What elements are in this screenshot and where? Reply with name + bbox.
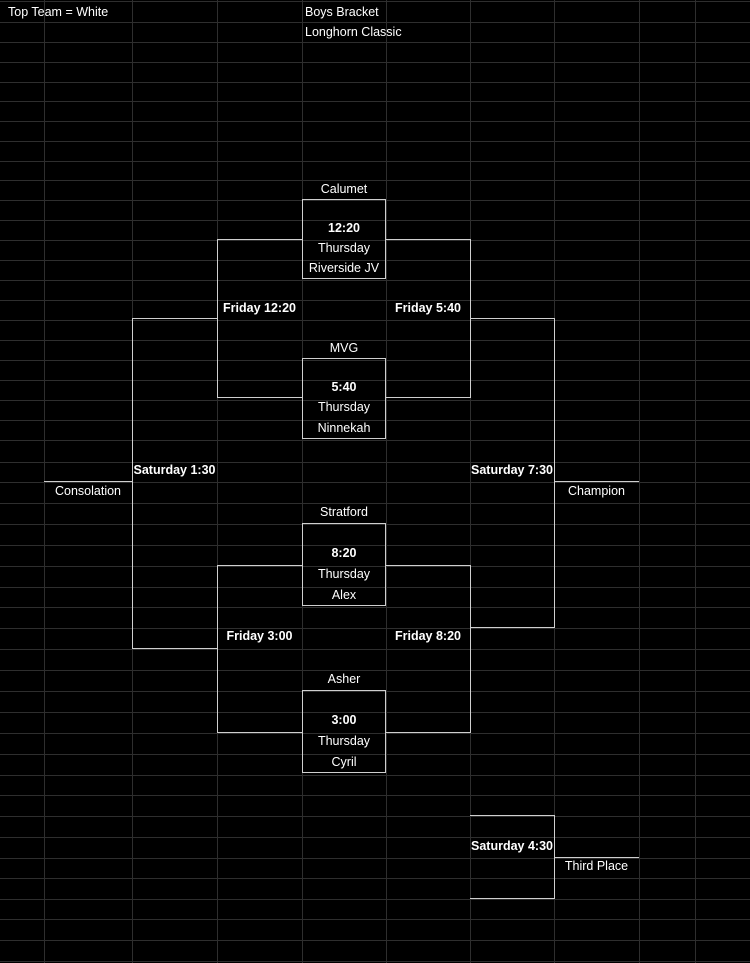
bracket-line xyxy=(554,318,555,628)
game3-time[interactable]: 8:20 xyxy=(331,546,357,560)
bracket-line xyxy=(217,239,218,398)
bracket-line xyxy=(385,199,386,279)
game2-time[interactable]: 5:40 xyxy=(331,380,357,394)
friday-right-top-label[interactable]: Friday 5:40 xyxy=(394,301,461,315)
game2-bottom-team[interactable]: Ninnekah xyxy=(317,421,371,435)
third-place-label[interactable]: Third Place xyxy=(564,859,629,873)
bracket-line xyxy=(470,565,471,733)
bracket-line xyxy=(217,565,218,733)
game4-bottom-team[interactable]: Cyril xyxy=(331,755,357,769)
bracket-line xyxy=(470,627,554,628)
bracket-line xyxy=(302,199,303,279)
bracket-line xyxy=(132,318,133,649)
bracket-line xyxy=(386,732,471,733)
bracket-line xyxy=(470,898,554,899)
bracket-line xyxy=(217,397,302,398)
saturday-third-label[interactable]: Saturday 4:30 xyxy=(471,839,553,853)
bracket-line xyxy=(132,648,217,649)
bracket-line xyxy=(302,690,303,773)
game1-time[interactable]: 12:20 xyxy=(328,221,360,235)
bracket-line xyxy=(302,358,386,359)
bracket-line xyxy=(385,690,386,773)
game1-top-team[interactable]: Calumet xyxy=(320,182,368,196)
bracket-line xyxy=(302,523,386,524)
friday-right-bottom-label[interactable]: Friday 8:20 xyxy=(394,629,461,643)
bracket-line xyxy=(386,397,471,398)
note-cell[interactable]: Top Team = White xyxy=(8,5,109,19)
game4-day[interactable]: Thursday xyxy=(317,734,371,748)
bracket-line xyxy=(386,239,471,240)
game1-bottom-team[interactable]: Riverside JV xyxy=(308,261,380,275)
title-cell[interactable]: Boys Bracket xyxy=(305,5,379,19)
bracket-line xyxy=(302,199,386,200)
bracket-line xyxy=(554,857,639,858)
game1-day[interactable]: Thursday xyxy=(317,241,371,255)
game2-top-team[interactable]: MVG xyxy=(329,341,359,355)
game3-top-team[interactable]: Stratford xyxy=(320,505,368,519)
subtitle-cell[interactable]: Longhorn Classic xyxy=(305,25,402,39)
bracket-line xyxy=(217,732,302,733)
game3-day[interactable]: Thursday xyxy=(317,567,371,581)
bracket-line xyxy=(217,239,302,240)
bracket-line xyxy=(302,358,303,439)
bracket-line xyxy=(302,278,386,279)
bracket-line xyxy=(302,605,386,606)
game3-bottom-team[interactable]: Alex xyxy=(331,588,357,602)
bracket-line xyxy=(470,318,554,319)
bracket-line xyxy=(44,481,132,482)
game4-time[interactable]: 3:00 xyxy=(331,713,357,727)
bracket-line xyxy=(554,481,639,482)
friday-left-bottom-label[interactable]: Friday 3:00 xyxy=(226,629,293,643)
bracket-line xyxy=(302,438,386,439)
bracket-line xyxy=(217,565,302,566)
bracket-line xyxy=(470,815,554,816)
saturday-right-label[interactable]: Saturday 7:30 xyxy=(471,463,553,477)
game2-day[interactable]: Thursday xyxy=(317,400,371,414)
bracket-line xyxy=(302,772,386,773)
champion-label[interactable]: Champion xyxy=(568,484,625,498)
bracket-line xyxy=(386,565,471,566)
saturday-left-label[interactable]: Saturday 1:30 xyxy=(133,463,216,477)
bracket-line xyxy=(385,358,386,439)
bracket-line xyxy=(132,318,217,319)
consolation-label[interactable]: Consolation xyxy=(54,484,121,498)
bracket-line xyxy=(385,523,386,606)
friday-left-top-label[interactable]: Friday 12:20 xyxy=(223,301,296,315)
bracket-line xyxy=(302,523,303,606)
game4-top-team[interactable]: Asher xyxy=(327,672,361,686)
bracket-line xyxy=(302,690,386,691)
